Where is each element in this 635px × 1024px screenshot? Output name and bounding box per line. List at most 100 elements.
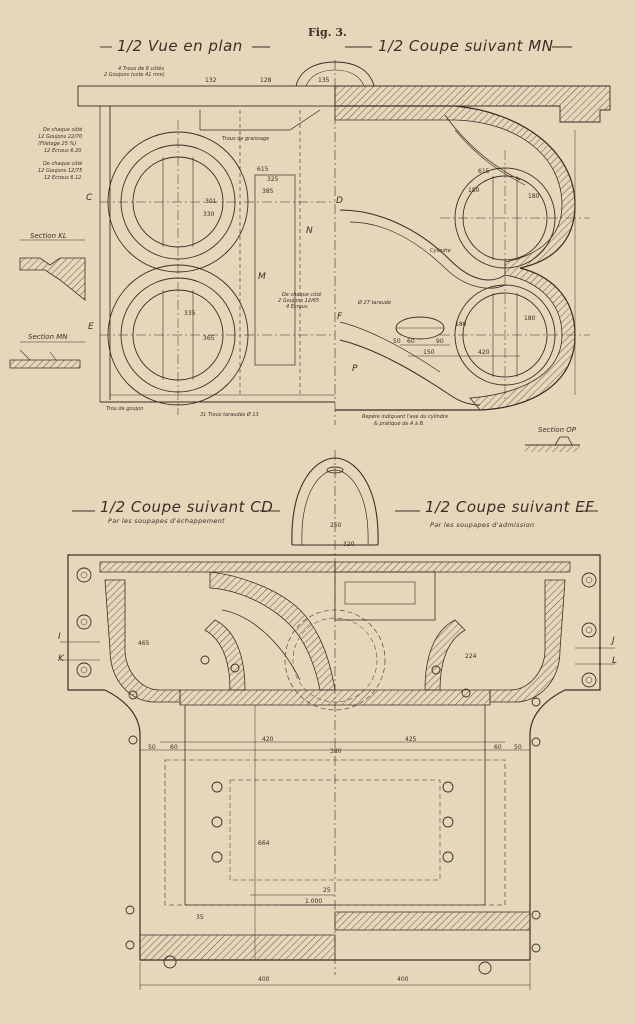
cd-hidden-circle — [284, 609, 386, 711]
pad-hole-3 — [211, 851, 223, 863]
callout-left-b-2: 12 Goujons 12/75 — [38, 168, 83, 174]
dim-90: 90 — [436, 338, 444, 345]
dim-330: 330 — [203, 211, 215, 218]
side-hole-r1 — [531, 697, 541, 707]
mn-passage-lower-2 — [339, 321, 441, 373]
side-hole-l3 — [125, 905, 135, 915]
dim-301: 301 — [205, 198, 217, 205]
bolt-hole-l1 — [76, 567, 92, 583]
bolt-hole-l3 — [76, 662, 92, 678]
ef-right-chamber-wall — [489, 579, 566, 703]
bolt-hole-r1-inner — [585, 576, 593, 584]
base-bottom-right-section — [334, 911, 531, 931]
cd-top-wall-right — [334, 561, 571, 573]
callout-middle-1: De chaque côté — [282, 292, 322, 298]
callout-top-left-2: 2 Goujons (cote 41 mm) — [104, 72, 165, 78]
cd-main-outline — [67, 554, 601, 961]
dim-224: 224 — [465, 653, 477, 660]
ef-upper-box — [334, 571, 436, 621]
dim-664: 664 — [258, 840, 270, 847]
letter-i: I — [58, 632, 61, 642]
dim-465: 465 — [138, 640, 150, 647]
cd-left-chamber-wall-2 — [204, 619, 246, 691]
base-hidden-inner — [229, 779, 441, 881]
callout-middle-2: 2 Goujons 12/65 — [278, 298, 320, 304]
section-mn-title: 1/2 Coupe suivant MN — [378, 37, 554, 55]
mn-passage-upper-2 — [349, 221, 506, 289]
dim-420b: 420 — [262, 736, 274, 743]
section-kl-label: Section KL — [30, 232, 67, 240]
base-bottom-left-section — [139, 934, 336, 961]
bolt-hole-l1-inner — [80, 571, 88, 579]
mn-passage-lower-1 — [339, 339, 481, 406]
section-cd-subtitle: Par les soupapes d'échappement — [108, 517, 225, 525]
pad-hole-6 — [442, 851, 454, 863]
top-flange-left — [77, 85, 336, 107]
dim-425: 425 — [405, 736, 417, 743]
dim-380: 380 — [330, 748, 342, 755]
dim-400b: 400 — [397, 976, 409, 983]
dim-60: 60 — [407, 338, 415, 345]
side-hole-r4 — [531, 943, 541, 953]
dim-1000: 1.000 — [305, 898, 323, 905]
dim-135: 135 — [318, 77, 330, 84]
pad-hole-2 — [211, 816, 223, 828]
mn-passage-upper-1 — [339, 209, 506, 281]
top-dome — [295, 61, 375, 87]
dim-615b: 615 — [478, 168, 490, 175]
letter-n: N — [306, 226, 313, 236]
bolt-hole-l3-inner — [80, 666, 88, 674]
section-ef-subtitle: Par les soupapes d'admission — [430, 521, 535, 529]
figure-label: Fig. 3. — [308, 26, 347, 39]
bolt-hole-r2-inner — [585, 626, 593, 634]
dim-615a: 615 — [257, 166, 269, 173]
bolt-hole-r3-inner — [585, 676, 593, 684]
pad-hole-1 — [211, 781, 223, 793]
top-dome-inner — [305, 69, 365, 87]
ef-right-chamber-wall-2 — [424, 619, 466, 691]
dim-365: 365 — [203, 335, 215, 342]
side-hole-r3 — [531, 910, 541, 920]
callout-bottom-holes: 31 Trous taraudés Ø 13 — [200, 412, 259, 418]
callout-marker-2: & pratiqué de A à B. — [374, 421, 425, 427]
inner-hole-2 — [230, 663, 240, 673]
section-ef-title: 1/2 Coupe suivant EF — [425, 498, 595, 516]
dim-180d: 180 — [524, 315, 536, 322]
letter-f: F — [337, 312, 343, 322]
callout-top-left-1: 4 Trous de 6 côtés — [118, 66, 164, 72]
dim-180c: 180 — [455, 321, 467, 328]
callout-cylinder: Cylindre — [430, 248, 451, 254]
dim-50b: 50 — [148, 744, 156, 751]
foot-hole-left — [163, 955, 177, 969]
letter-j: J — [612, 636, 615, 646]
callout-center-top: Trous de graissage — [222, 136, 270, 142]
section-cd-title: 1/2 Coupe suivant CD — [100, 498, 274, 516]
bolt-hole-r3 — [581, 672, 597, 688]
dim-335: 335 — [184, 310, 196, 317]
inner-hole-1 — [200, 655, 210, 665]
callout-left-a-4: 12 Ecrous 6.20 — [44, 148, 82, 154]
section-op-label: Section OP — [538, 426, 576, 434]
side-hole-l4 — [125, 940, 135, 950]
letter-p: P — [352, 364, 358, 374]
dim-128: 128 — [260, 77, 272, 84]
dim-60b: 60 — [170, 744, 178, 751]
callout-bottom-left: Trou de goujon — [106, 406, 144, 412]
dim-150: 150 — [423, 349, 435, 356]
inner-hole-4 — [461, 688, 471, 698]
side-hole-l1 — [128, 690, 138, 700]
dim-385: 385 — [262, 188, 274, 195]
plan-central-passage — [254, 174, 296, 366]
cd-duct-inner — [221, 609, 301, 681]
section-op-hatch — [525, 446, 580, 452]
section-kl-profile — [19, 257, 86, 301]
foot-hole-right — [478, 961, 492, 975]
dim-132: 132 — [205, 77, 217, 84]
letter-k: K — [58, 654, 64, 664]
dim-60c: 60 — [494, 744, 502, 751]
bolt-hole-r2 — [581, 622, 597, 638]
callout-middle-3: 4 Ecrous — [286, 304, 308, 310]
section-mn-label: Section MN — [28, 333, 68, 341]
cd-top-wall-left — [99, 561, 336, 573]
